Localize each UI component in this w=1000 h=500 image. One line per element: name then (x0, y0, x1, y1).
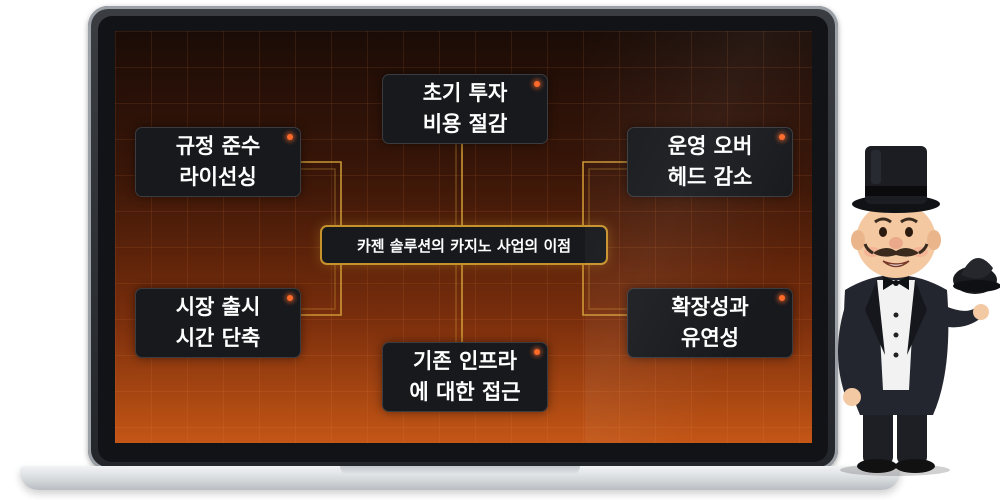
accent-dot-icon (779, 295, 785, 301)
center-title-text: 카젠 솔루션의 카지노 사업의 이점 (356, 236, 572, 255)
diagram-center-title: 카젠 솔루션의 카지노 사업의 이점 (320, 225, 608, 265)
node-line: 에 대한 접근 (409, 380, 521, 404)
connector-lines (295, 143, 627, 343)
node-line: 비용 절감 (422, 112, 508, 136)
top-hat-gentleman-mascot-icon (837, 146, 1000, 476)
node-infrastructure-access: 기존 인프라 에 대한 접근 (382, 342, 548, 412)
node-line: 라이선싱 (179, 165, 257, 189)
node-line: 초기 투자 (422, 81, 508, 105)
laptop-notch (340, 466, 580, 475)
connector-right-top (582, 161, 627, 225)
node-line: 유연성 (681, 326, 739, 350)
accent-dot-icon (287, 134, 293, 140)
accent-dot-icon (287, 295, 293, 301)
node-operating-overhead: 운영 오버 헤드 감소 (627, 127, 793, 197)
node-line: 시간 단축 (175, 326, 261, 350)
node-time-to-market: 시장 출시 시간 단축 (135, 288, 301, 358)
node-line: 헤드 감소 (667, 165, 753, 189)
node-initial-investment: 초기 투자 비용 절감 (382, 74, 548, 144)
accent-dot-icon (534, 81, 540, 87)
accent-dot-icon (534, 349, 540, 355)
node-line: 시장 출시 (175, 295, 261, 319)
connector-left-bottom (295, 265, 342, 316)
connector-right-bottom (582, 265, 627, 316)
laptop-screen: 초기 투자 비용 절감 규정 준수 라이선싱 운영 오버 헤드 감소 카젠 솔루… (115, 31, 812, 443)
node-line: 기존 인프라 (413, 349, 517, 373)
node-line: 규정 준수 (175, 134, 261, 158)
node-scalability-flexibility: 확장성과 유연성 (627, 288, 793, 358)
connector-left-top (295, 161, 342, 225)
node-compliance-licensing: 규정 준수 라이선싱 (135, 127, 301, 197)
node-line: 확장성과 (671, 295, 749, 319)
accent-dot-icon (779, 134, 785, 140)
node-line: 운영 오버 (667, 134, 753, 158)
